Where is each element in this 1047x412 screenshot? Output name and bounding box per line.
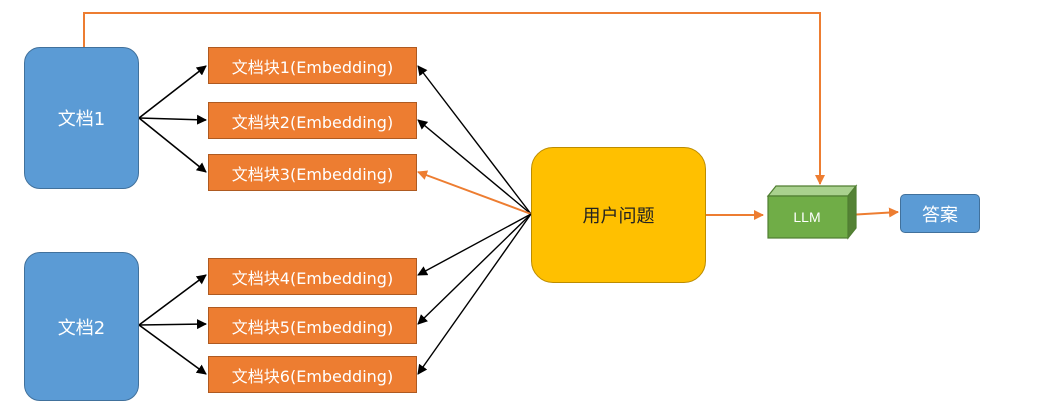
document-1: 文档1 bbox=[24, 47, 139, 189]
chunk-1-label: 文档块1(Embedding) bbox=[231, 57, 394, 77]
document-1-label: 文档1 bbox=[57, 109, 106, 130]
arrow-doc2-chunk6 bbox=[138, 324, 207, 375]
chunk-4: 文档块4(Embedding) bbox=[208, 258, 417, 295]
document-2-label: 文档2 bbox=[57, 317, 106, 339]
chunk-6-label: 文档块6(Embedding) bbox=[231, 366, 394, 386]
arrow-doc1-llm bbox=[83, 12, 825, 185]
chunk-3-label: 文档块3(Embedding) bbox=[231, 164, 394, 184]
arrow-doc2-chunk5 bbox=[138, 319, 207, 330]
chunk-4-label: 文档块4(Embedding) bbox=[231, 268, 394, 288]
chunk-2: 文档块2(Embedding) bbox=[208, 102, 417, 139]
chunk-6: 文档块6(Embedding) bbox=[208, 356, 417, 393]
arrow-doc1-chunk3 bbox=[138, 117, 207, 173]
document-2: 文档2 bbox=[24, 252, 139, 401]
arrow-question-chunk5 bbox=[417, 213, 532, 325]
chunk-5: 文档块5(Embedding) bbox=[208, 307, 417, 344]
arrow-question-chunk1 bbox=[417, 65, 532, 215]
chunk-3: 文档块3(Embedding) bbox=[208, 154, 417, 191]
arrow-doc1-chunk2 bbox=[138, 114, 207, 125]
arrow-question-chunk2 bbox=[417, 119, 532, 215]
user-question: 用户问题 bbox=[531, 147, 706, 283]
arrow-doc2-chunk4 bbox=[138, 274, 207, 326]
arrow-question-chunk6 bbox=[417, 213, 532, 375]
llm-label: LLM bbox=[793, 209, 821, 225]
chunk-2-label: 文档块2(Embedding) bbox=[231, 112, 394, 132]
arrow-question-chunk3 bbox=[417, 170, 532, 215]
chunk-5-label: 文档块5(Embedding) bbox=[231, 317, 394, 337]
answer-box: 答案 bbox=[900, 194, 980, 233]
chunk-1: 文档块1(Embedding) bbox=[208, 47, 417, 84]
arrow-question-chunk4 bbox=[417, 213, 532, 276]
arrow-doc1-chunk1 bbox=[138, 65, 207, 119]
llm-cube bbox=[766, 184, 858, 240]
answer-label: 答案 bbox=[922, 204, 958, 226]
user-question-label: 用户问题 bbox=[582, 206, 655, 227]
